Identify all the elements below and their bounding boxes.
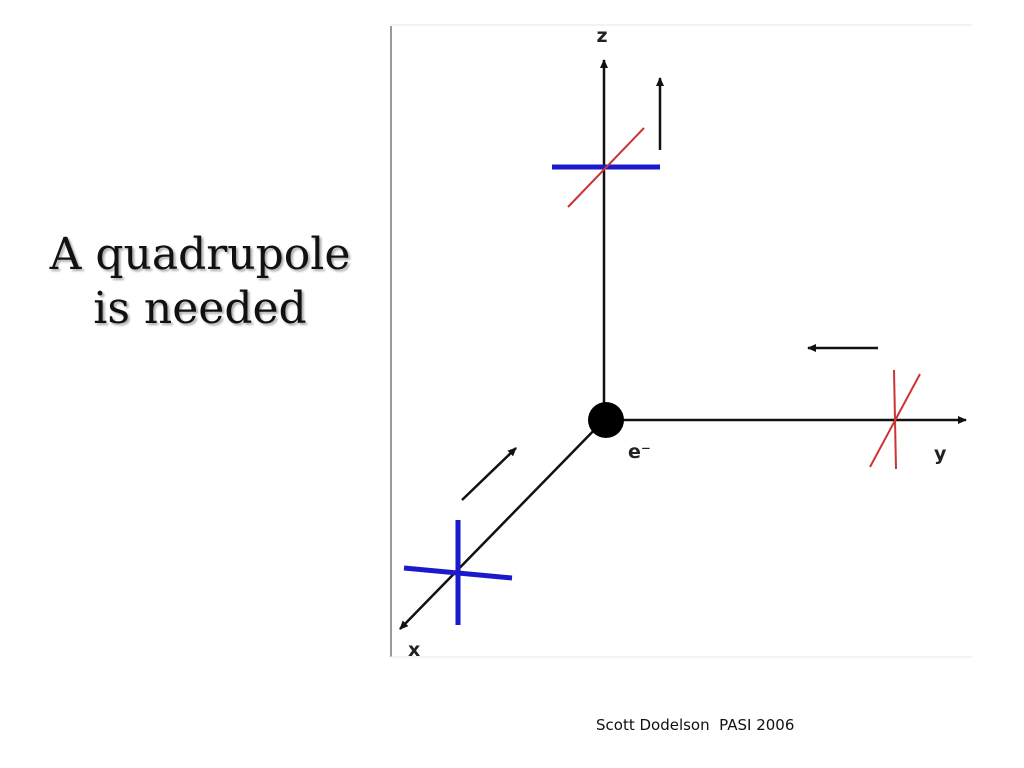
z-axis-label: z [596,25,607,47]
x-polarization-horizontal [403,565,513,581]
diagram-canvas: z y x e⁻ [390,24,972,661]
y-polarization-diagonal [869,373,921,468]
quadrupole-diagram: z y x e⁻ [388,22,972,662]
x-axis-label: x [408,639,420,661]
footer-credit: Scott Dodelson PASI 2006 [596,716,795,734]
electron-label: e⁻ [628,441,651,463]
title-line-1: A quadrupole [49,229,351,280]
y-axis-label: y [934,443,947,465]
title-line-2: is needed [93,283,307,334]
x-axis [399,419,605,630]
electron-dot [588,402,624,438]
z-polarization-weak [567,127,645,208]
slide-title: A quadrupole is needed [20,228,380,336]
x-propagation-arrow [461,447,517,501]
